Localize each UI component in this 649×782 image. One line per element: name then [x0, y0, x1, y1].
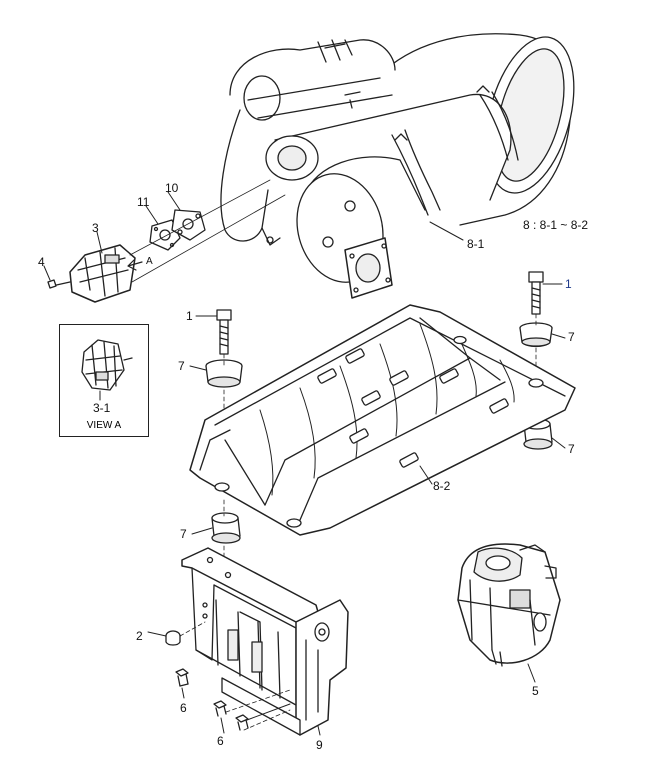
label-part-4: 4: [38, 255, 45, 269]
nut: [165, 630, 181, 646]
bolt-6-lower-a: [213, 700, 227, 717]
label-part-3-1: 3-1: [93, 401, 111, 415]
sensor-assembly: [47, 179, 286, 303]
mount-upper-right: [519, 322, 553, 348]
pump-module: [457, 543, 561, 667]
label-part-8-1: 8-1: [467, 237, 485, 251]
view-a-caption: VIEW A: [86, 420, 122, 431]
bolt-right: [528, 271, 544, 315]
label-part-9: 9: [316, 738, 323, 752]
label-part-6-lower: 6: [217, 734, 224, 748]
mount-lower-left: [211, 512, 241, 544]
label-part-5: 5: [532, 684, 539, 698]
bolt-left: [216, 309, 232, 355]
label-part-11: 11: [137, 195, 150, 209]
heat-shield-tray: [189, 304, 576, 536]
label-part-6-upper: 6: [180, 701, 187, 715]
label-part-7-upper-right: 7: [568, 330, 575, 344]
label-note-8: 8 : 8-1 ~ 8-2: [523, 218, 589, 232]
bolt-6-lower-b: [235, 714, 249, 731]
label-part-8-2: 8-2: [433, 479, 451, 493]
label-part-7-lower-right: 7: [568, 442, 575, 456]
view-a-inset: 3-1 VIEW A: [59, 324, 149, 437]
label-part-10: 10: [165, 181, 179, 195]
label-arrow-a: A: [146, 256, 153, 267]
label-part-3: 3: [92, 221, 99, 235]
label-part-1-right: 1: [565, 277, 572, 291]
label-part-7-upper-left: 7: [178, 359, 185, 373]
mounting-bracket: [181, 547, 349, 736]
mount-upper-left: [205, 359, 243, 388]
bolt-6-upper: [175, 668, 189, 687]
label-part-7-lower-left: 7: [180, 527, 187, 541]
label-part-1-left: 1: [186, 309, 193, 323]
view-a-sensor: [81, 339, 133, 391]
aftertreatment-assembly: [220, 33, 575, 299]
label-part-2: 2: [136, 629, 143, 643]
